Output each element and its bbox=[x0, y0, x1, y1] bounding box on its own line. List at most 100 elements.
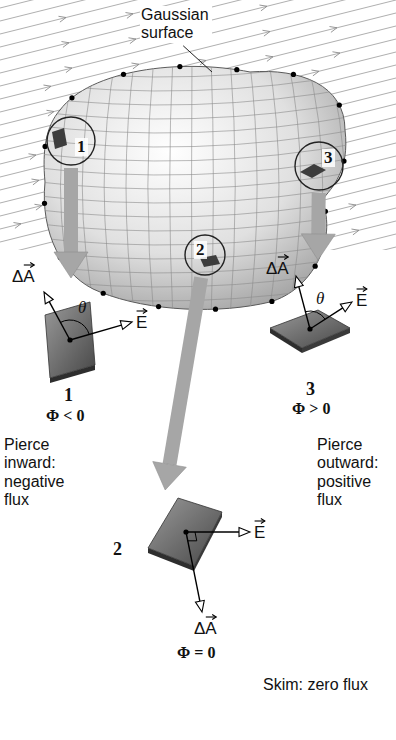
arrow-head bbox=[301, 234, 335, 260]
grid-line bbox=[249, 55, 257, 320]
surface-dot bbox=[42, 64, 347, 312]
vector-head bbox=[195, 600, 204, 612]
arrow-shaft bbox=[64, 168, 78, 252]
zoom-circle: 2 bbox=[184, 234, 226, 276]
arrow-shaft bbox=[311, 193, 325, 234]
circle-outline bbox=[47, 117, 95, 165]
grid-line bbox=[170, 55, 173, 320]
field-arrowhead bbox=[128, 38, 136, 44]
grid-line bbox=[306, 55, 323, 320]
field-lines bbox=[0, 0, 396, 250]
field-arrowhead bbox=[348, 204, 356, 210]
grid-line bbox=[30, 213, 360, 231]
flux-value: Φ = 0 bbox=[177, 644, 215, 662]
vector-shaft bbox=[186, 532, 200, 601]
field-arrowhead bbox=[46, 110, 54, 116]
field-line bbox=[0, 0, 396, 35]
vector-shaft bbox=[70, 325, 121, 340]
circle-outline bbox=[185, 235, 225, 275]
field-arrowhead bbox=[28, 154, 36, 160]
field-arrowhead bbox=[64, 67, 72, 73]
field-arrowhead bbox=[265, 56, 273, 62]
area-vector-label: ΔA bbox=[194, 614, 217, 639]
callout-number: 2 bbox=[113, 540, 122, 560]
grid-line bbox=[30, 199, 360, 217]
angle-label: θ bbox=[78, 299, 86, 317]
angle-label: θ bbox=[316, 290, 324, 308]
field-arrowhead bbox=[351, 229, 359, 235]
surface-dot bbox=[234, 67, 239, 72]
grid-line bbox=[148, 55, 154, 320]
surface-dot bbox=[69, 95, 74, 100]
surface-dot bbox=[177, 64, 182, 69]
area-element-small bbox=[52, 128, 326, 267]
callout-number: 2 bbox=[194, 241, 207, 259]
area-element-small bbox=[300, 164, 326, 178]
grid-line bbox=[30, 143, 360, 161]
vector-accent bbox=[284, 255, 288, 260]
surface-label: Gaussian surface bbox=[140, 6, 212, 43]
vector-shaft bbox=[299, 287, 310, 329]
grid-line bbox=[30, 59, 360, 77]
zoom-circle: 3 bbox=[294, 141, 344, 191]
vector-accent bbox=[24, 255, 367, 620]
grid-line bbox=[30, 45, 360, 63]
callout-number: 1 bbox=[75, 138, 88, 156]
surface-dot bbox=[121, 72, 126, 77]
arrow-head bbox=[54, 252, 88, 278]
surface-dot bbox=[269, 299, 274, 304]
angle-arc bbox=[60, 320, 89, 334]
grid-line bbox=[60, 55, 78, 320]
vector-head bbox=[239, 528, 250, 537]
vector-accent bbox=[212, 615, 216, 620]
field-arrowhead bbox=[13, 223, 21, 229]
callout-number: 3 bbox=[306, 380, 315, 400]
surface-dot bbox=[313, 264, 318, 269]
field-arrowhead bbox=[61, 42, 69, 48]
field-arrowhead bbox=[192, 9, 200, 15]
field-arrowhead bbox=[43, 85, 51, 91]
field-arrowhead bbox=[329, 27, 337, 33]
vector-shaft bbox=[310, 308, 343, 329]
flux-note: Pierce outward: positive flux bbox=[316, 436, 394, 510]
surface-dot bbox=[291, 72, 296, 77]
zoom-arrow bbox=[301, 193, 335, 260]
grid-line bbox=[230, 55, 235, 320]
surface-grid bbox=[17, 45, 367, 320]
vector-head bbox=[340, 302, 352, 312]
grid-line bbox=[30, 73, 360, 91]
area-element-view: 3Φ > 0 bbox=[262, 262, 362, 424]
flux-value: Φ > 0 bbox=[292, 400, 330, 418]
grid-line bbox=[191, 55, 192, 320]
grid-line bbox=[325, 55, 345, 320]
zoom-circle: 1 bbox=[46, 116, 96, 166]
grid-line bbox=[211, 55, 213, 320]
zoom-arrow bbox=[54, 168, 88, 278]
field-arrowhead bbox=[311, 70, 319, 76]
area-element-view: 1Φ < 0 bbox=[40, 280, 102, 430]
field-line bbox=[0, 0, 396, 9]
circle-outline bbox=[46, 116, 96, 166]
grid-line bbox=[17, 55, 40, 320]
circle-outline bbox=[184, 234, 226, 276]
arrow-shaft bbox=[170, 278, 202, 465]
callout-number: 3 bbox=[322, 149, 335, 167]
leader-line bbox=[183, 46, 212, 72]
field-arrowhead bbox=[58, 16, 66, 22]
area-element-small bbox=[52, 128, 67, 149]
field-arrowhead bbox=[332, 52, 340, 58]
grid-line bbox=[82, 55, 97, 320]
zoom-arrow bbox=[153, 278, 201, 490]
field-vector-label: E bbox=[254, 518, 265, 543]
surface-dot bbox=[156, 304, 161, 309]
vector-accent bbox=[143, 309, 147, 314]
vector-head bbox=[120, 321, 132, 330]
flux-value: Φ < 0 bbox=[46, 407, 84, 425]
field-line bbox=[0, 0, 396, 74]
grid-line bbox=[30, 129, 360, 147]
arrow-head bbox=[153, 462, 187, 490]
